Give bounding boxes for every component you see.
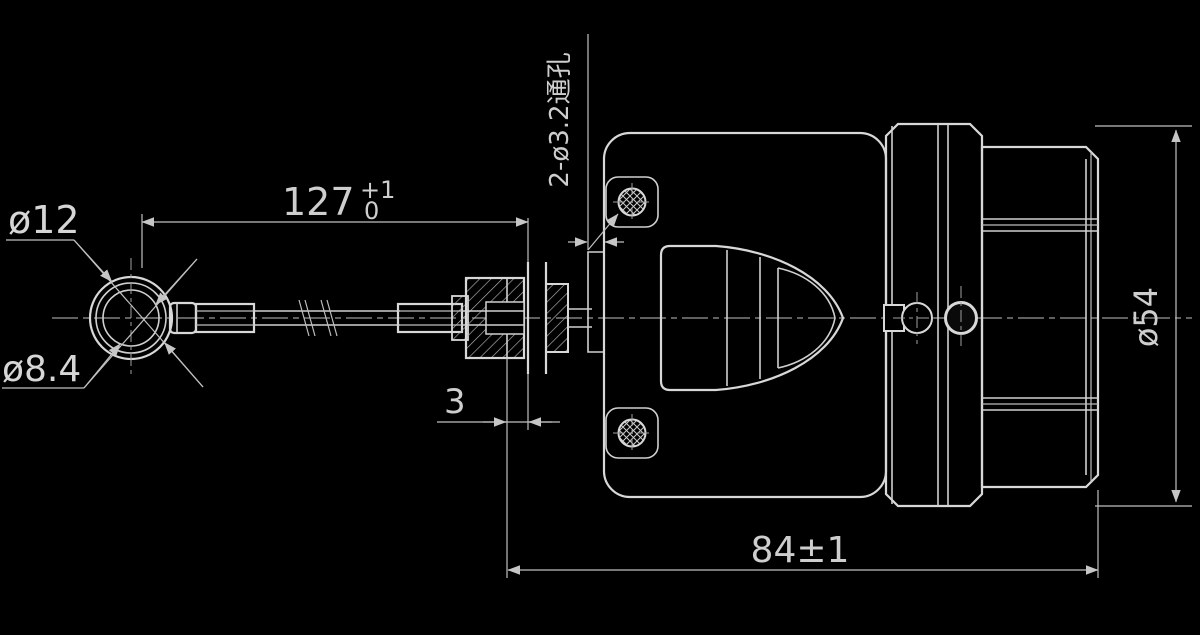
gland-nut bbox=[545, 251, 604, 353]
plate-thickness-label: 3 bbox=[444, 382, 466, 422]
ball-od-dimension: ø12 bbox=[6, 198, 204, 388]
dim-body-dia: ø54 bbox=[1095, 125, 1192, 507]
rod-length-value: 127 bbox=[282, 180, 355, 224]
end-cap bbox=[980, 145, 1100, 489]
float-ball bbox=[88, 258, 174, 378]
ball-id-dimension: ø8.4 bbox=[2, 258, 198, 390]
screw-boss-top bbox=[605, 176, 659, 228]
gland-fitting bbox=[451, 276, 526, 360]
dim-body-length: 84±1 bbox=[507, 490, 1099, 578]
cap-groove-bottom bbox=[982, 397, 1098, 411]
screw-boss-bottom bbox=[605, 407, 659, 459]
holes-label: 2-ø3.2通孔 bbox=[545, 52, 575, 187]
cap-groove-top bbox=[982, 218, 1098, 232]
dim-plate-thickness: 3 bbox=[437, 358, 560, 578]
body-length-label: 84±1 bbox=[751, 530, 850, 571]
ball-id-label: ø8.4 bbox=[2, 349, 81, 390]
center-port bbox=[893, 292, 941, 344]
label-mounting-holes: 2-ø3.2通孔 bbox=[545, 34, 624, 251]
rod-break-marks bbox=[298, 299, 338, 337]
ball-od-label: ø12 bbox=[8, 198, 80, 242]
screw-hole-top bbox=[613, 183, 651, 221]
round-port bbox=[944, 286, 978, 350]
rod-length-tol-lower: 0 bbox=[364, 197, 379, 225]
flange-boss bbox=[587, 251, 604, 353]
screw-hole-bottom bbox=[613, 414, 651, 452]
housing-flange bbox=[602, 131, 888, 499]
sensor-dome bbox=[659, 244, 845, 392]
dim-rod-length: 127 +1 0 bbox=[141, 176, 529, 268]
body-dia-label: ø54 bbox=[1127, 287, 1165, 347]
body-cylinder bbox=[883, 122, 984, 508]
rod-length-tol-upper: +1 bbox=[360, 176, 395, 204]
